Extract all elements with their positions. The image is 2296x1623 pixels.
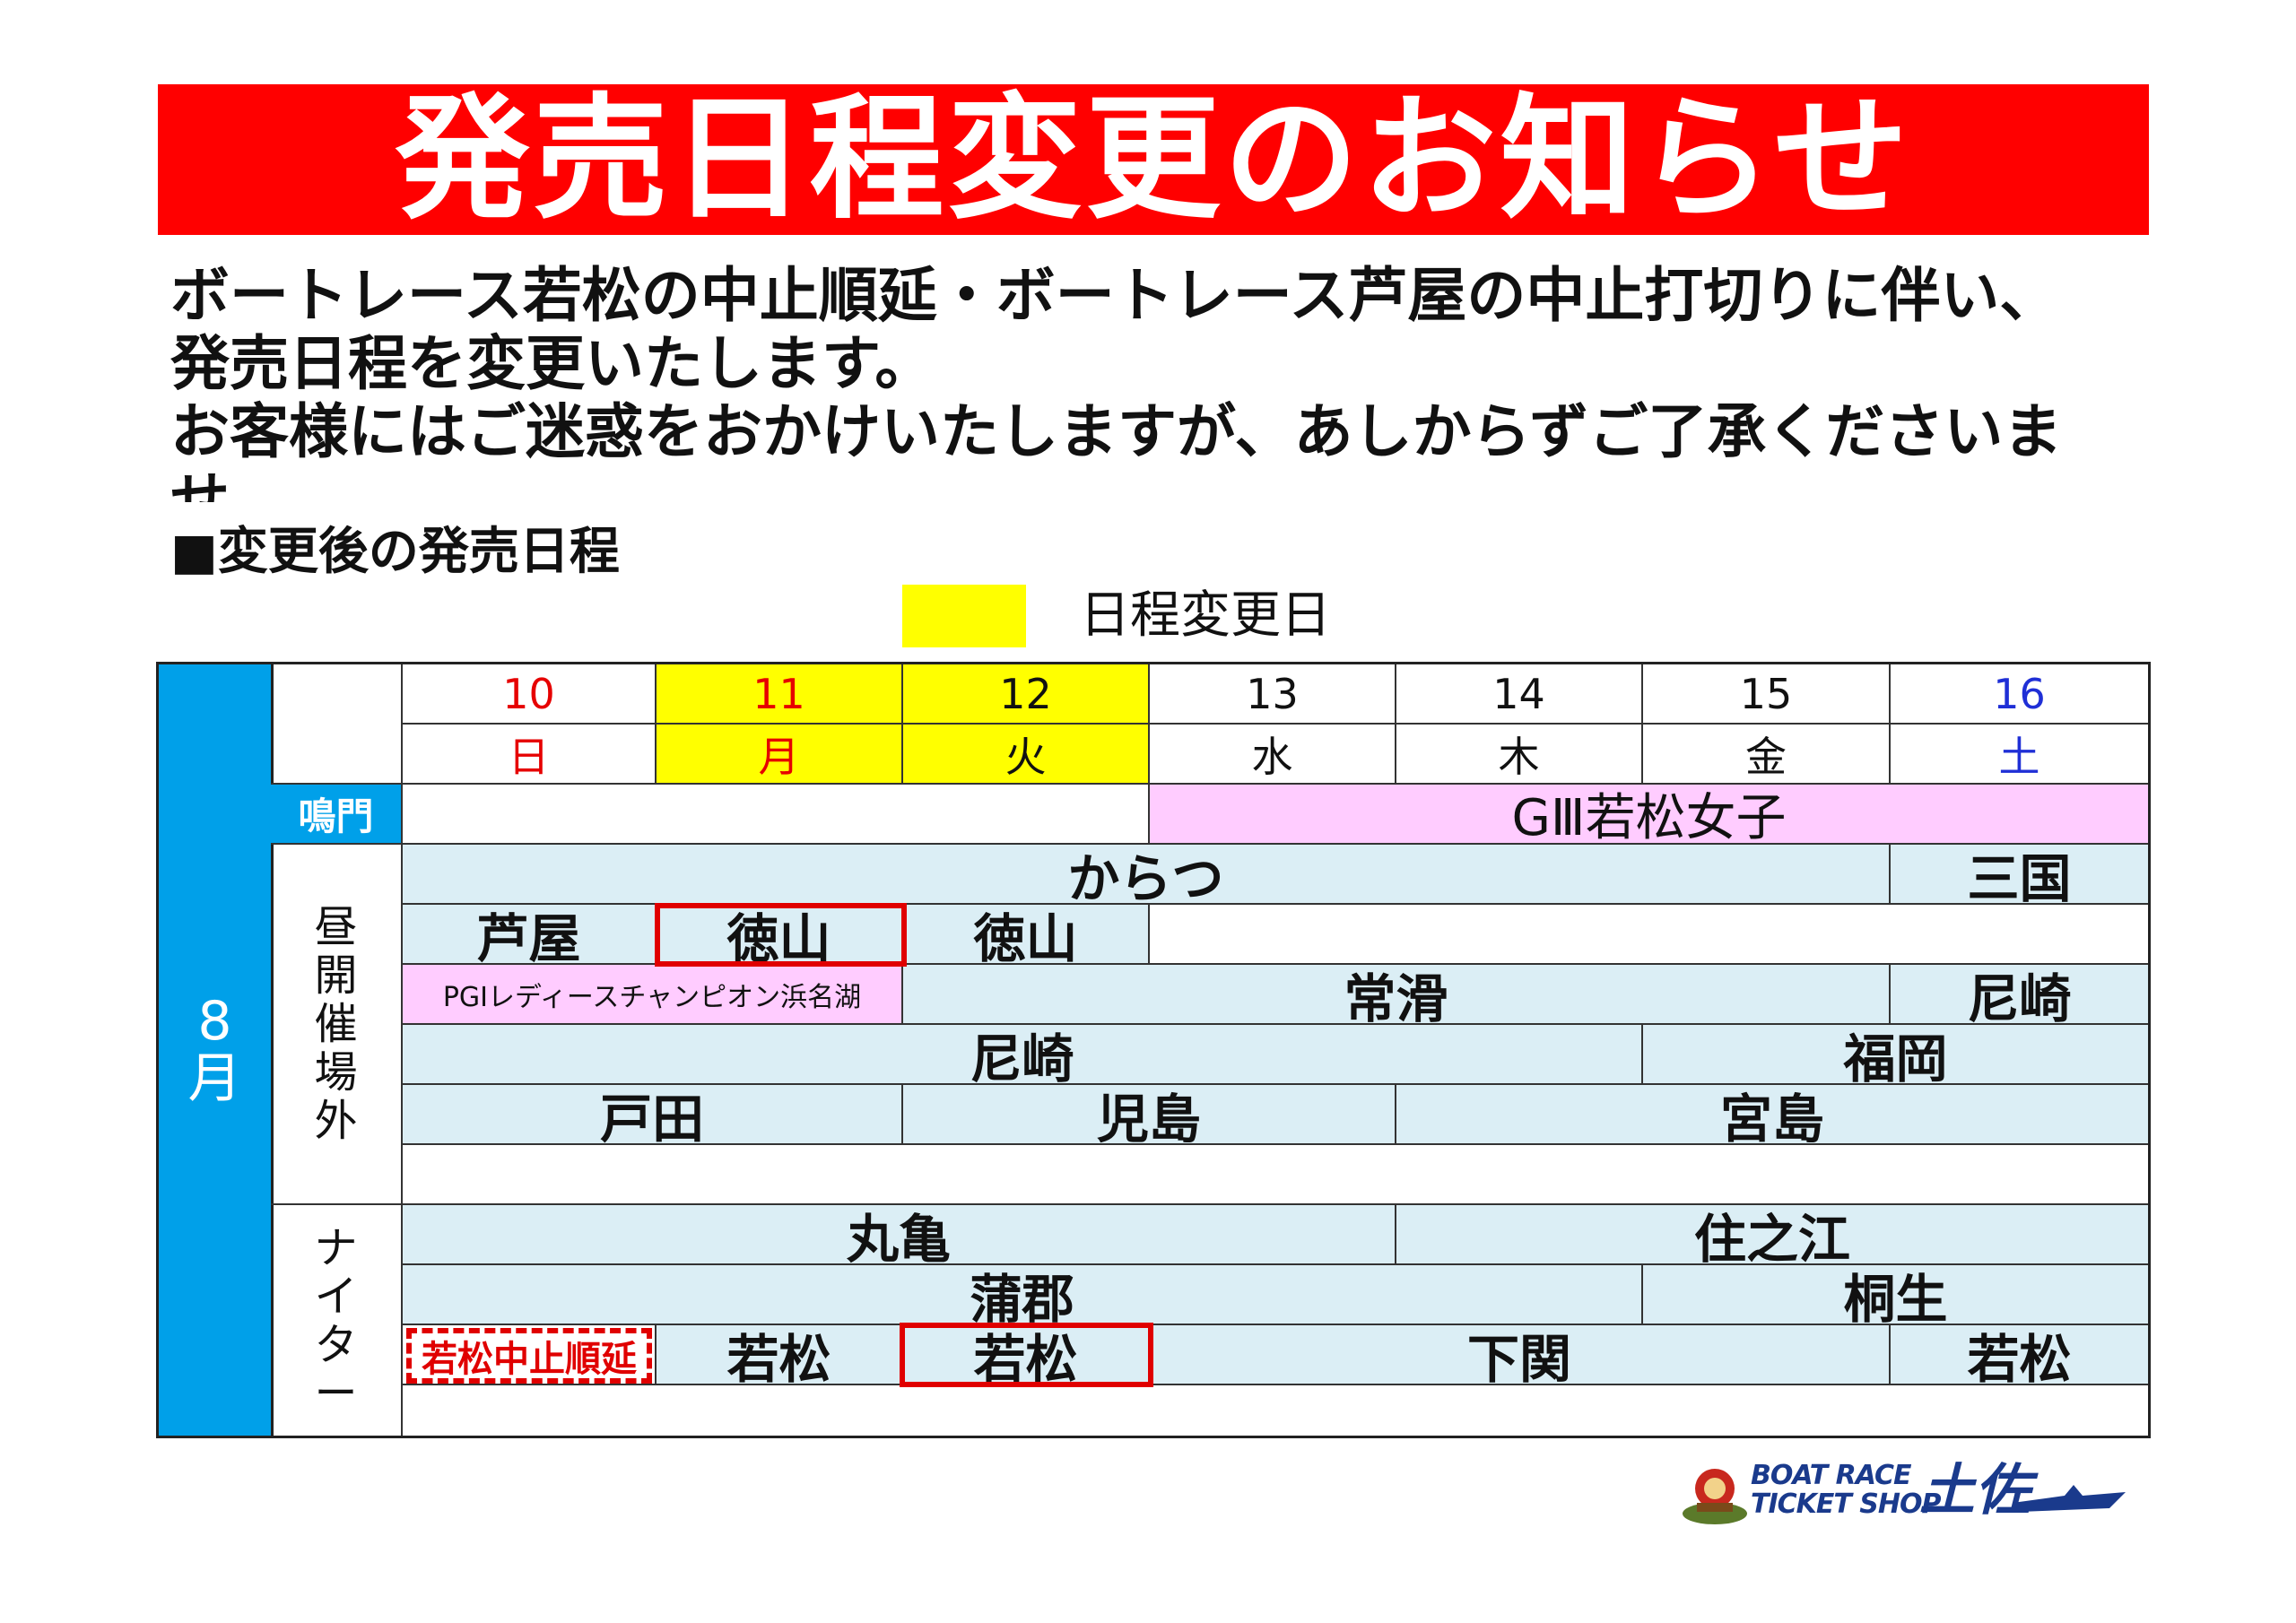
day-r2-empty (1150, 905, 2148, 965)
venue-marugame: 丸亀 (403, 1205, 1396, 1265)
postponed-cell (403, 1325, 657, 1385)
day-r6-empty (403, 1145, 2148, 1205)
venue-suminoe: 住之江 (1396, 1205, 2148, 1265)
venue-toda: 戸田 (403, 1085, 903, 1145)
legend: 日程変更日 (902, 585, 1331, 647)
logo-name: 土佐 (1919, 1457, 2031, 1523)
naruto-empty (403, 785, 1150, 845)
venue-pgi-hamanako: PGⅠレディースチャンピオン浜名湖 (403, 965, 903, 1025)
logo-line: TICKET SHOP (1751, 1488, 1941, 1520)
nighter-label: ナイター (271, 1205, 403, 1436)
notice-line: せ (170, 465, 230, 503)
venue-amagasaki: 尼崎 (403, 1025, 1643, 1085)
weekday-cell: 月 (657, 725, 903, 785)
date-cell: 10 (403, 664, 657, 725)
venue-tokuyama: 徳山 (657, 905, 903, 965)
postponed-label: 若松中止順延 (406, 1328, 652, 1384)
day-offsite-label: 昼開催場外 (271, 845, 403, 1205)
venue-fukuoka: 福岡 (1643, 1025, 2148, 1085)
naruto-event: GⅢ若松女子 (1150, 785, 2148, 845)
venue-mikuni: 三国 (1891, 845, 2148, 905)
venue-shimonoseki: 下関 (1150, 1325, 1891, 1385)
month-label: 8 月 (159, 664, 274, 1436)
venue-gamagori: 蒲郡 (403, 1265, 1643, 1325)
venue-tokuyama: 徳山 (903, 905, 1150, 965)
nighter-label-text: ナイター (314, 1222, 358, 1419)
naruto-label: 鳴門 (271, 785, 403, 845)
date-cell: 16 (1891, 664, 2148, 725)
legend-label: 日程変更日 (1080, 586, 1331, 645)
date-cell: 13 (1150, 664, 1396, 725)
notice-line: お客様にはご迷惑をおかけいたしますが、あしからずご了承くださいま (170, 397, 2063, 466)
day-offsite-label-text: 昼開催場外 (314, 902, 358, 1146)
weekday-cell: 金 (1643, 725, 1891, 785)
date-cell: 15 (1643, 664, 1891, 725)
date-cell: 12 (903, 664, 1150, 725)
notice-line: 発売日程を変更いたします。 (170, 329, 935, 398)
venue-wakamatsu: 若松 (903, 1325, 1150, 1385)
header-corner (271, 664, 403, 785)
weekday-cell: 土 (1891, 725, 2148, 785)
logo-english: BOAT RACE TICKET SHOP (1751, 1462, 1941, 1519)
boat-logo-icon (1683, 1469, 1747, 1524)
venue-kiryu: 桐生 (1643, 1265, 2148, 1325)
night-r4-empty (403, 1385, 2148, 1436)
ship-icon (2013, 1485, 2126, 1512)
month-unit: 月 (187, 1047, 242, 1110)
notice-text: ボートレース若松の中止順延・ボートレース芦屋の中止打切りに伴い、 発売日程を変更… (170, 262, 2144, 502)
legend-swatch (902, 585, 1026, 647)
weekday-cell: 火 (903, 725, 1150, 785)
venue-kojima: 児島 (903, 1085, 1396, 1145)
month-number: 8 (197, 990, 232, 1053)
weekday-cell: 日 (403, 725, 657, 785)
notice-line: ボートレース若松の中止順延・ボートレース芦屋の中止打切りに伴い、 (170, 262, 2059, 330)
venue-ashiya: 芦屋 (403, 905, 657, 965)
venue-amagasaki: 尼崎 (1891, 965, 2148, 1025)
date-cell: 11 (657, 664, 903, 725)
venue-miyajima: 宮島 (1396, 1085, 2148, 1145)
schedule-table: 8 月 10 11 12 13 14 15 16 日 月 火 水 木 金 土 鳴… (156, 662, 2151, 1438)
weekday-cell: 水 (1150, 725, 1396, 785)
weekday-cell: 木 (1396, 725, 1643, 785)
title-banner: 発売日程変更のお知らせ (158, 84, 2149, 235)
venue-wakamatsu: 若松 (657, 1325, 903, 1385)
venue-wakamatsu: 若松 (1891, 1325, 2148, 1385)
date-cell: 14 (1396, 664, 1643, 725)
logo-line: BOAT RACE (1751, 1460, 1912, 1491)
venue-tokoname: 常滑 (903, 965, 1891, 1025)
ticketshop-logo: BOAT RACE TICKET SHOP 土佐 (1679, 1458, 2127, 1530)
section-heading: ■変更後の発売日程 (170, 523, 620, 581)
venue-karatsu: からつ (403, 845, 1891, 905)
